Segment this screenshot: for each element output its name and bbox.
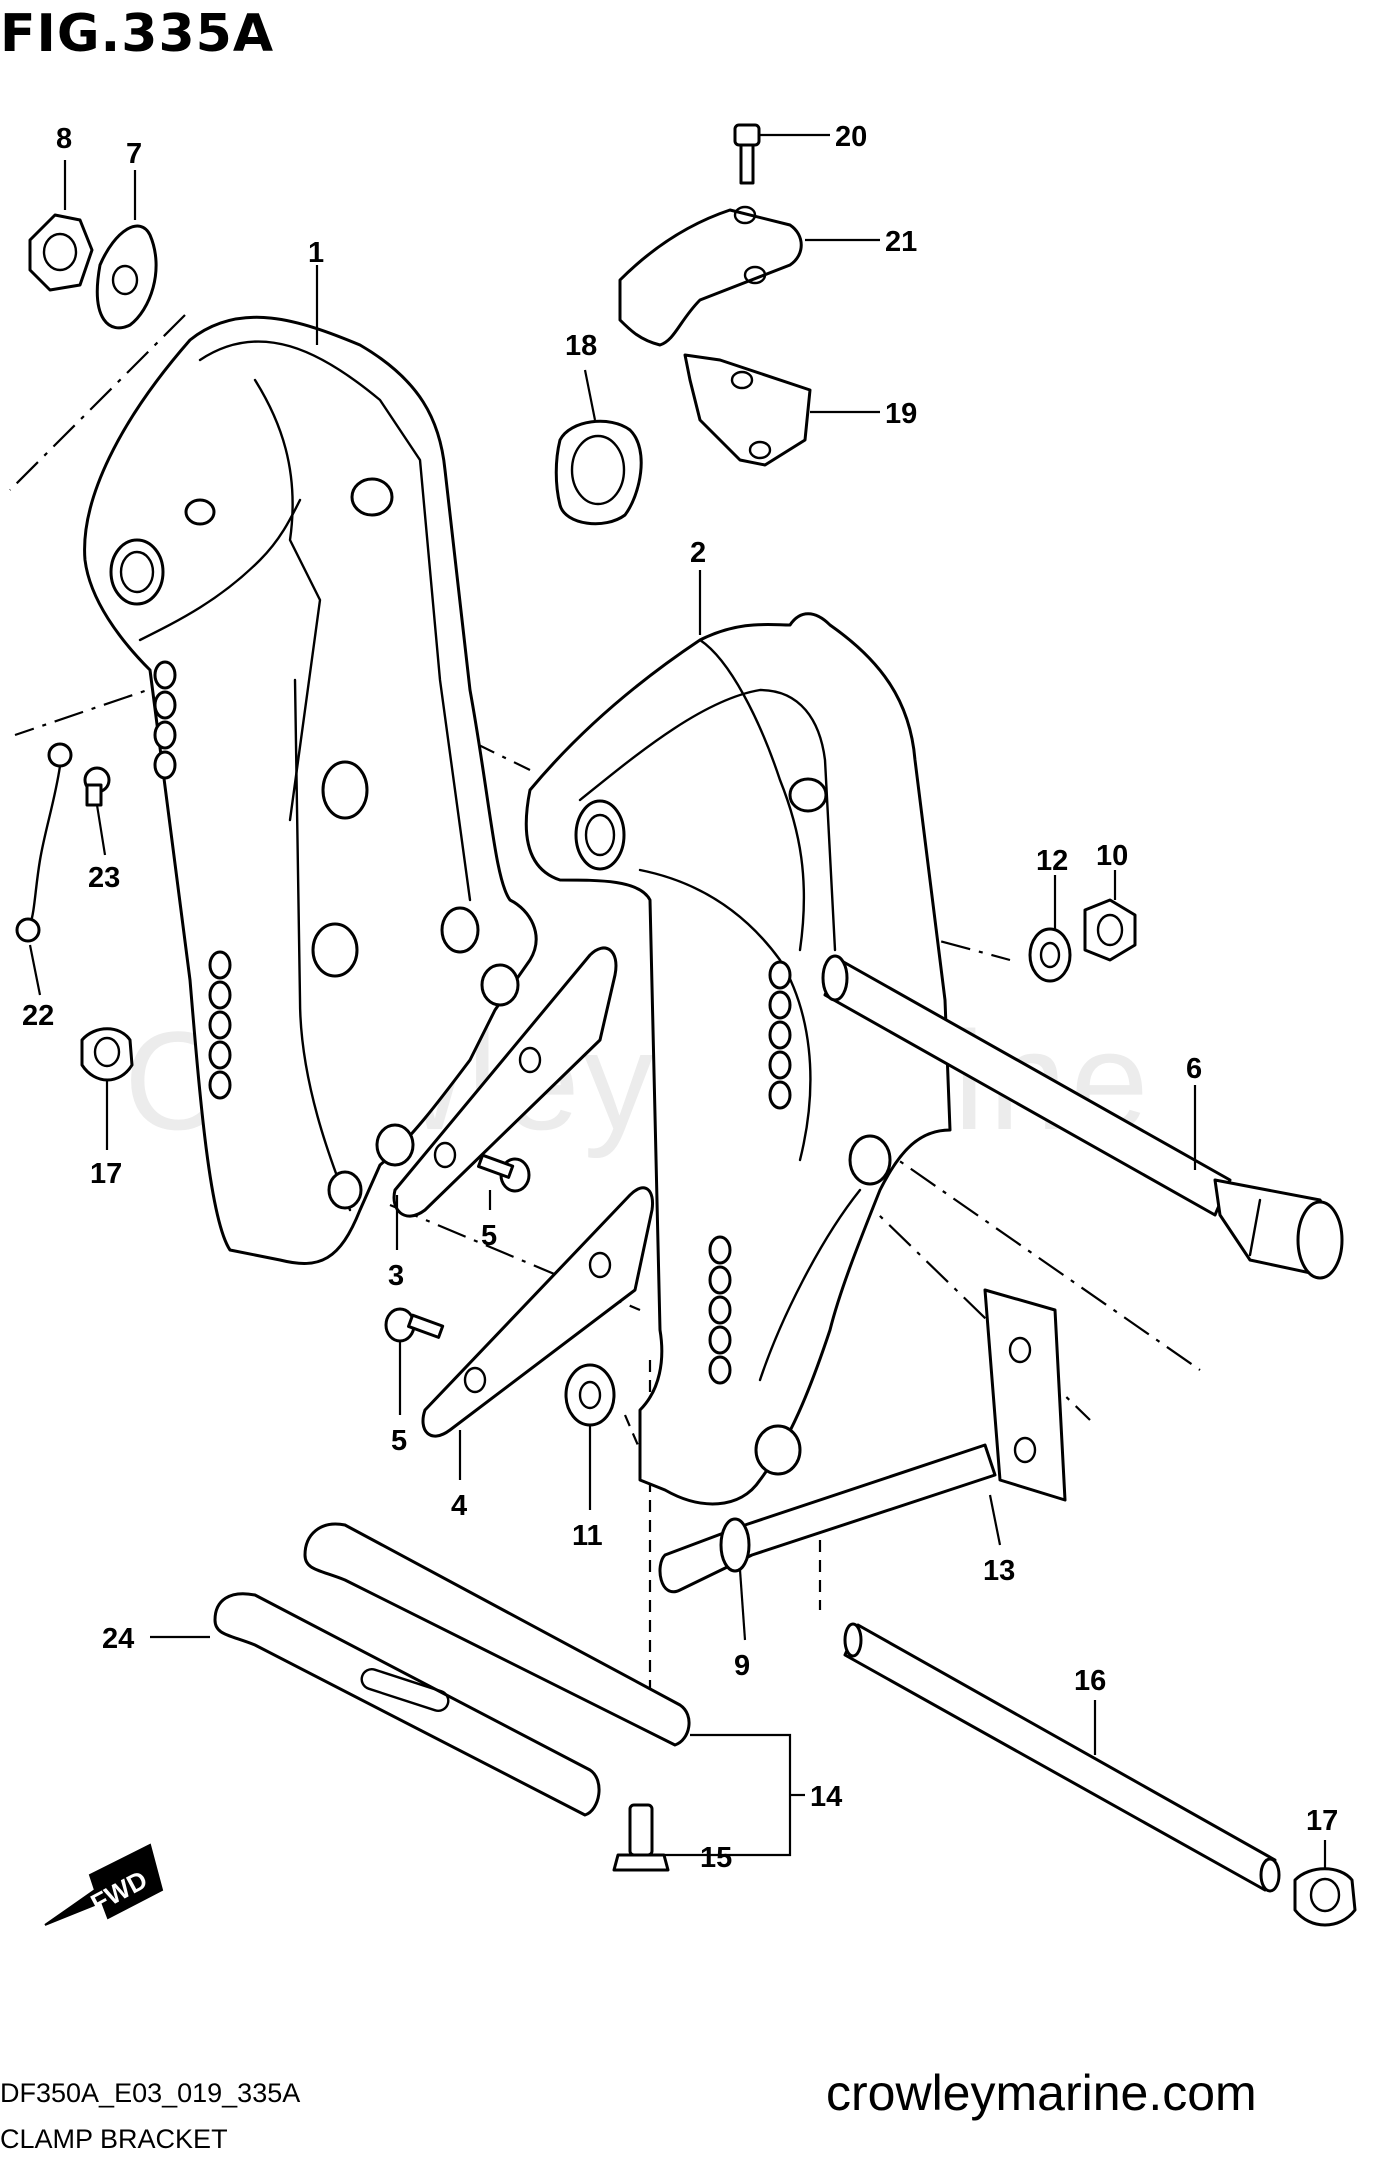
part-17-nut-upper <box>80 1027 134 1082</box>
callout-16: 16 <box>1074 1665 1106 1697</box>
callout-23: 23 <box>88 862 120 894</box>
adjust-holes-lower <box>708 960 792 1385</box>
part-15-bolt <box>612 1803 670 1872</box>
callout-21: 21 <box>885 226 917 258</box>
callout-11: 11 <box>572 1520 603 1552</box>
part-2-clamp-bracket-starboard <box>524 612 952 1506</box>
callout-15: 15 <box>700 1842 732 1874</box>
callout-24: 24 <box>102 1623 134 1655</box>
part-5-screw-lower <box>384 1307 445 1343</box>
website-label: crowleymarine.com <box>826 2065 1257 2121</box>
callout-14: 14 <box>810 1781 842 1813</box>
part-8-nut <box>28 213 94 292</box>
callout-9: 9 <box>734 1650 750 1682</box>
part-12-washer <box>1028 927 1072 983</box>
part-14-pad <box>213 1522 691 1817</box>
leader-lines <box>28 133 1327 1870</box>
callout-6: 6 <box>1186 1053 1202 1085</box>
callout-13: 13 <box>983 1555 1015 1587</box>
callout-5b: 5 <box>391 1425 407 1457</box>
part-10-nut <box>1083 898 1137 962</box>
part-13-stopper-plate <box>983 1288 1067 1502</box>
fwd-arrow-icon: FWD <box>44 1843 164 1926</box>
callout-20: 20 <box>835 121 867 153</box>
callout-19: 19 <box>885 398 917 430</box>
callout-17b: 17 <box>1306 1805 1338 1837</box>
adjust-holes-upper <box>153 660 232 1100</box>
figure-title: FIG.335A <box>0 4 275 64</box>
callout-12: 12 <box>1036 845 1068 877</box>
callout-3: 3 <box>388 1260 404 1292</box>
part-11-washer <box>564 1363 616 1427</box>
part-20-bolt <box>733 123 761 185</box>
part-22-ground-wire <box>15 742 73 943</box>
part-18-grommet <box>554 419 643 526</box>
callout-8: 8 <box>56 123 72 155</box>
callout-17a: 17 <box>90 1158 122 1190</box>
callout-22: 22 <box>22 1000 54 1032</box>
part-4-plate <box>421 1186 655 1438</box>
callout-2: 2 <box>690 537 706 569</box>
callout-10: 10 <box>1096 840 1128 872</box>
callout-7: 7 <box>126 138 142 170</box>
callout-18: 18 <box>565 330 597 362</box>
part-7-gasket <box>95 224 158 330</box>
part-9-bolt <box>658 1443 997 1594</box>
callout-labels: 1 2 3 4 5 5 6 7 8 9 10 11 12 13 14 15 16… <box>22 121 1338 1874</box>
part-6-tilt-tube <box>821 954 1344 1280</box>
figure-name: CLAMP BRACKET <box>0 2124 228 2154</box>
part-23-screw <box>83 766 111 807</box>
part-17-nut-lower <box>1293 1867 1357 1927</box>
part-1-clamp-bracket-port <box>83 315 538 1265</box>
part-19-bracket <box>683 353 812 467</box>
callout-5a: 5 <box>481 1220 497 1252</box>
part-5-screw-upper <box>477 1153 531 1193</box>
part-21-cover <box>618 205 803 347</box>
callout-1: 1 <box>308 237 324 269</box>
callout-4: 4 <box>451 1490 467 1522</box>
figure-code: DF350A_E03_019_335A <box>0 2078 301 2108</box>
part-16-shaft <box>843 1622 1281 1893</box>
